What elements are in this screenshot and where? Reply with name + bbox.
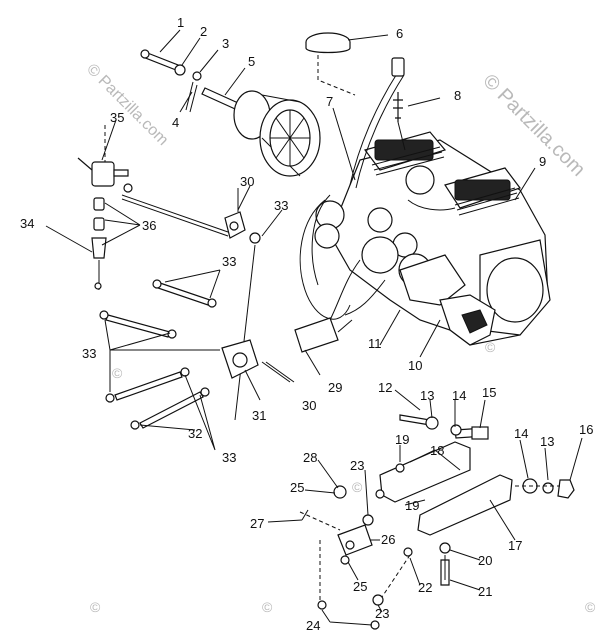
callout-16: 16 <box>579 422 593 437</box>
callout-34: 34 <box>20 216 34 231</box>
engine-assembly <box>299 71 551 346</box>
watermark-mark-3: © <box>90 599 101 615</box>
callout-15: 15 <box>482 385 496 400</box>
callout-30a: 30 <box>240 174 254 189</box>
callout-36: 36 <box>142 218 156 233</box>
callout-33c: 33 <box>82 346 96 361</box>
callout-24: 24 <box>306 618 320 633</box>
callout-32: 32 <box>188 426 202 441</box>
callout-23b: 23 <box>375 606 389 621</box>
callout-9: 9 <box>539 154 546 169</box>
callout-2: 2 <box>200 24 207 39</box>
watermark-mark-6: © <box>352 479 363 495</box>
parts-6-8 <box>305 32 406 151</box>
leader-lines <box>45 29 583 626</box>
callout-19b: 19 <box>405 498 419 513</box>
callout-13b: 13 <box>540 434 554 449</box>
watermark-text-right: © Partzilla.com <box>478 70 589 181</box>
watermark-mark-4: © <box>262 599 273 615</box>
callout-30b: 30 <box>302 398 316 413</box>
mount-brackets <box>375 414 575 586</box>
callout-14b: 14 <box>514 426 528 441</box>
callout-18: 18 <box>430 443 444 458</box>
callout-33a: 33 <box>274 198 288 213</box>
watermark-mark-5: © <box>585 599 596 615</box>
callout-10: 10 <box>408 358 422 373</box>
rods-33-32 <box>99 279 259 430</box>
callout-27: 27 <box>250 516 264 531</box>
callout-31: 31 <box>252 408 266 423</box>
callout-14a: 14 <box>452 388 466 403</box>
callout-7: 7 <box>326 94 333 109</box>
callout-12: 12 <box>378 380 392 395</box>
callout-20: 20 <box>478 553 492 568</box>
callout-17: 17 <box>508 538 522 553</box>
callout-35: 35 <box>110 110 124 125</box>
callout-19a: 19 <box>395 432 409 447</box>
watermark-text-left: © Partzilla.com <box>83 61 171 149</box>
callout-21: 21 <box>478 584 492 599</box>
callout-28: 28 <box>303 450 317 465</box>
part-30-upper <box>224 188 261 421</box>
watermark-mark-2: © <box>112 365 123 381</box>
callout-6: 6 <box>396 26 403 41</box>
callout-11: 11 <box>368 336 382 351</box>
callout-25b: 25 <box>353 579 367 594</box>
callout-1: 1 <box>177 15 184 30</box>
callout-13a: 13 <box>420 388 434 403</box>
callout-5: 5 <box>248 54 255 69</box>
callout-22: 22 <box>418 580 432 595</box>
callout-labels: 1 2 3 4 5 6 7 8 9 10 11 12 13 13 14 14 1… <box>20 15 593 633</box>
callout-25a: 25 <box>290 480 304 495</box>
watermark-layer: © Partzilla.com © Partzilla.com © © © © … <box>83 61 596 615</box>
part-29-30 <box>261 317 353 383</box>
watermark-mark-1: © <box>485 339 496 355</box>
callout-33d: 33 <box>222 450 236 465</box>
callout-4: 4 <box>172 115 179 130</box>
callout-29: 29 <box>328 380 342 395</box>
callout-8: 8 <box>454 88 461 103</box>
callout-33b: 33 <box>222 254 236 269</box>
callout-23a: 23 <box>350 458 364 473</box>
callout-3: 3 <box>222 36 229 51</box>
lower-linkage <box>299 485 413 630</box>
callout-26: 26 <box>381 532 395 547</box>
parts-34-36 <box>77 125 229 290</box>
parts-1-5 <box>140 49 321 177</box>
